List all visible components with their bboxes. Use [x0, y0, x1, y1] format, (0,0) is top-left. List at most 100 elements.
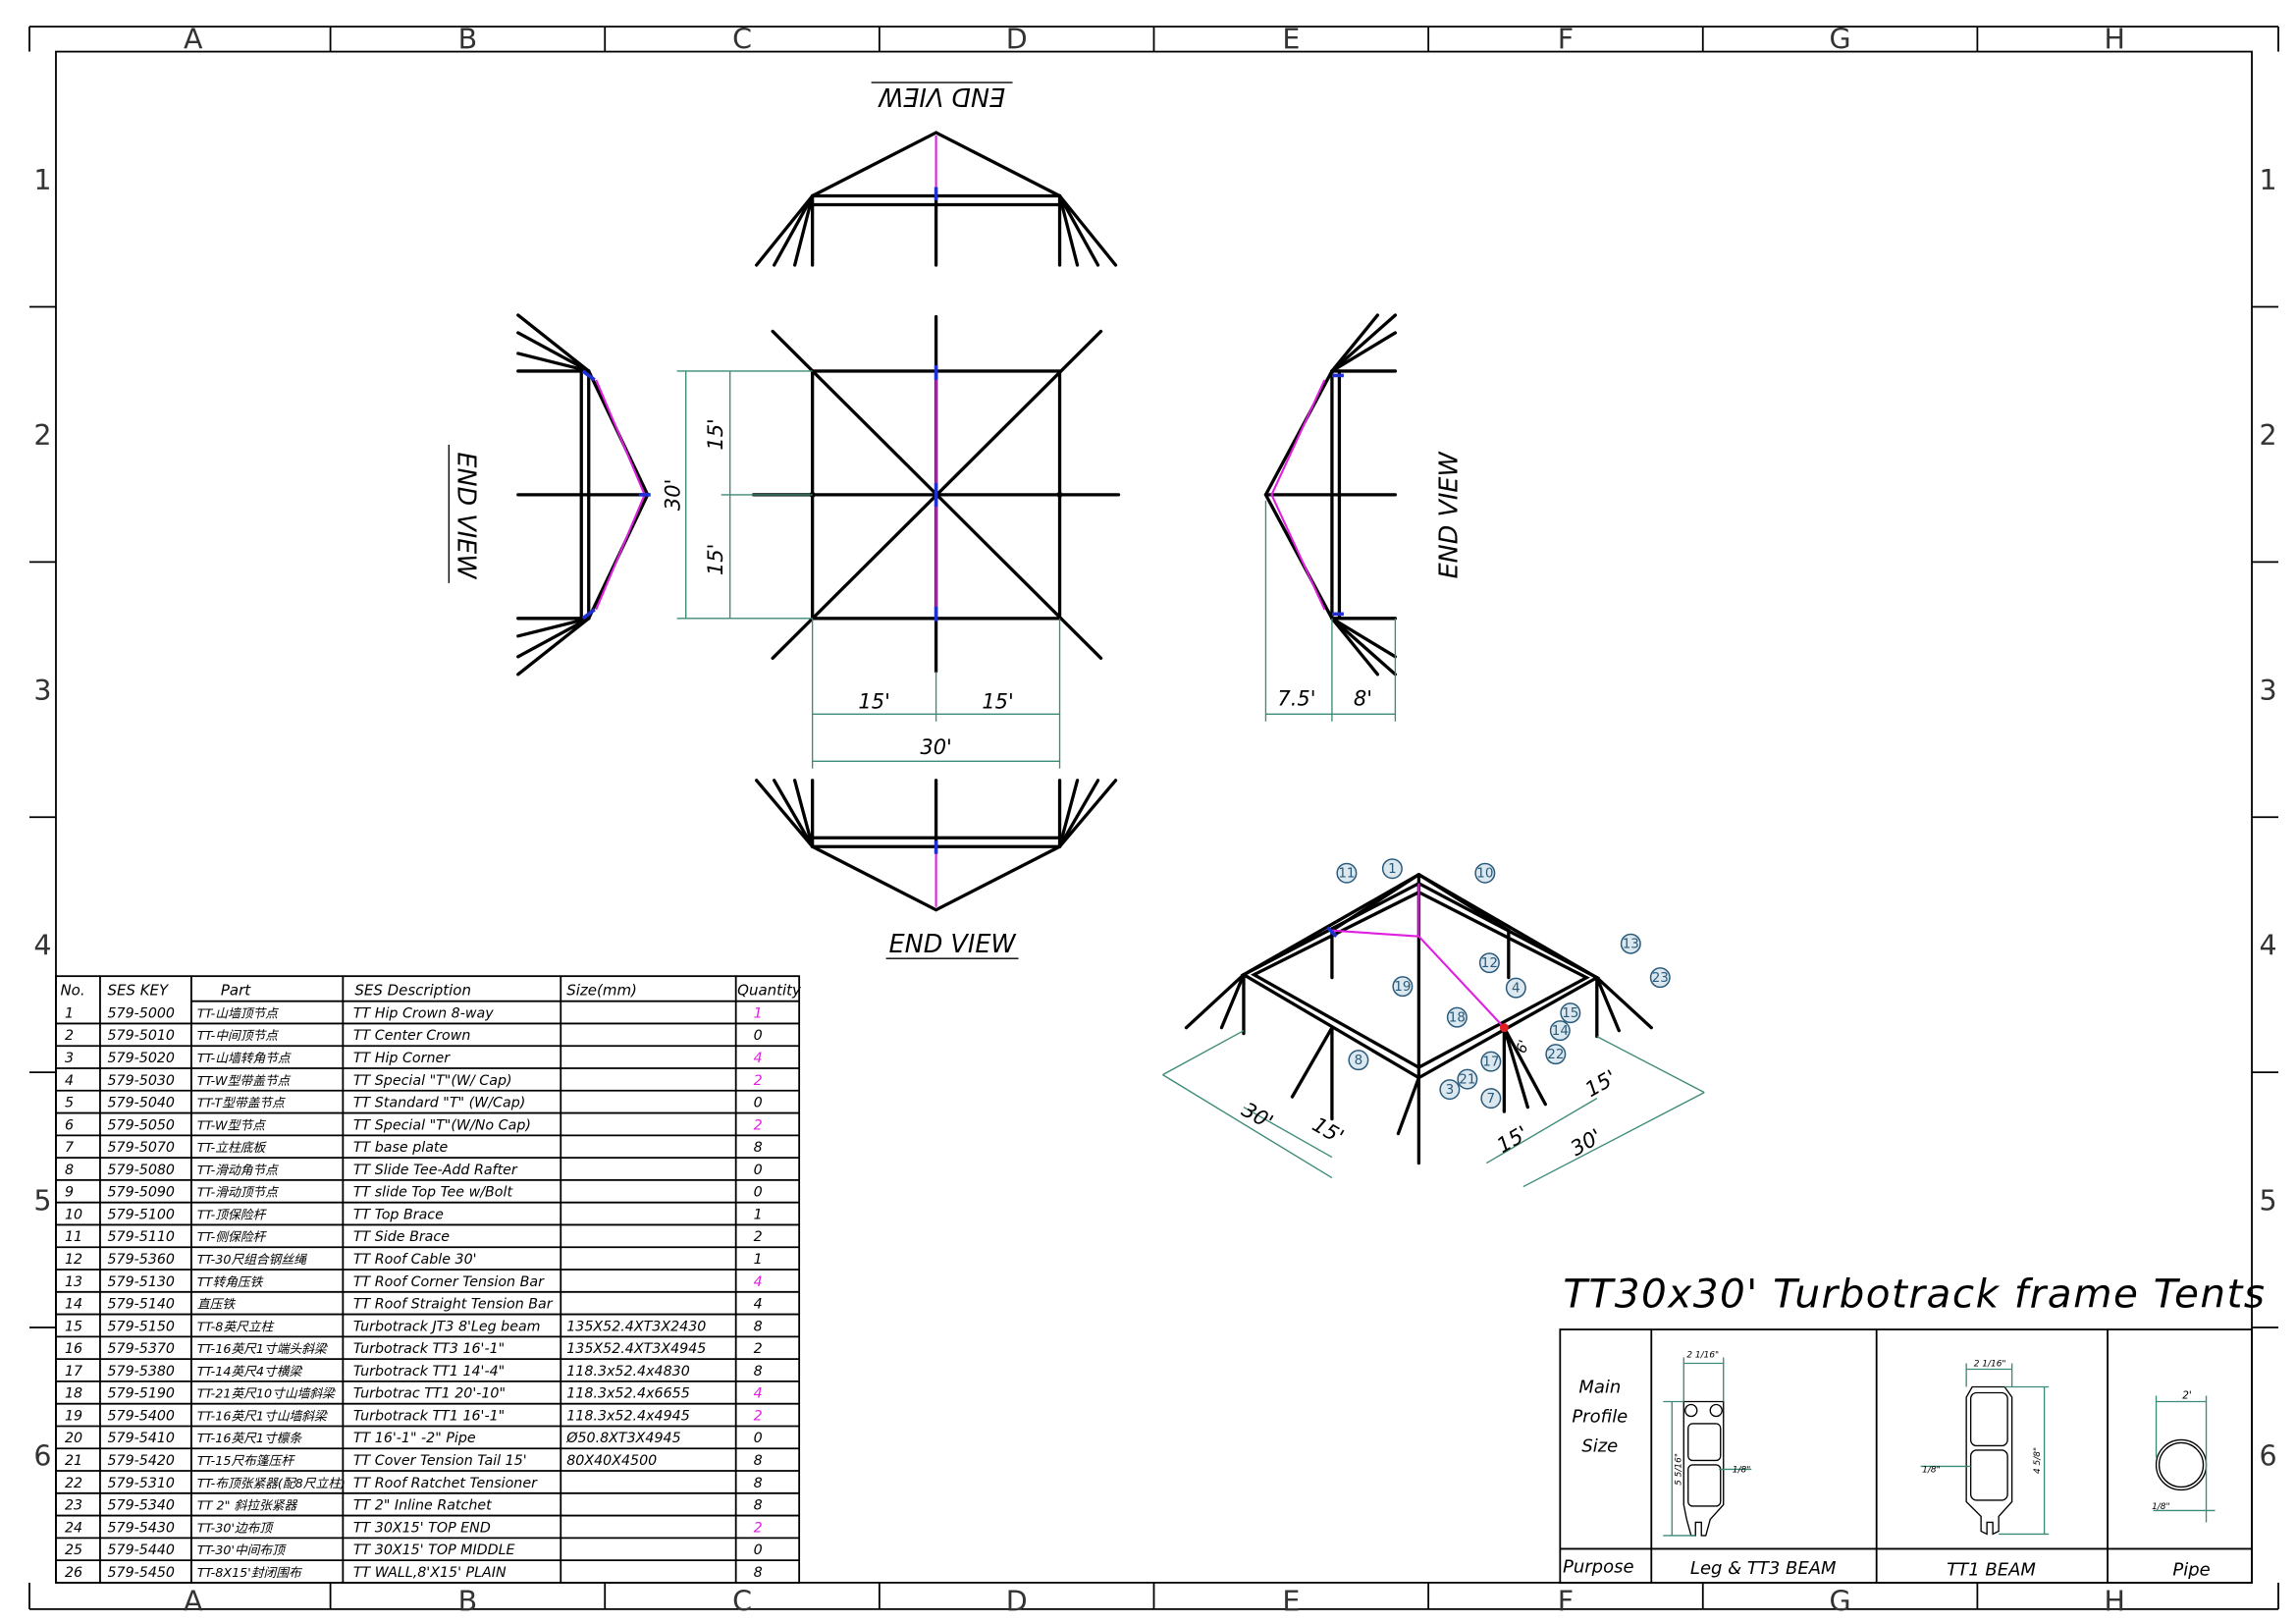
profile-label-size: Size [1581, 1435, 1618, 1456]
part-number: 2 [65, 1028, 74, 1044]
part-number: 20 [65, 1431, 82, 1446]
part-quantity: 8 [754, 1453, 763, 1469]
part-name: TT-滑动顶节点 [197, 1186, 279, 1201]
ses-description: TT Center Crown [353, 1028, 471, 1044]
ses-description: TT slide Top Tee w/Bolt [353, 1185, 514, 1201]
dim-plan-vertical-total: 30' [662, 479, 685, 511]
grid-row-label: 1 [33, 164, 51, 196]
grid-column-label: A [184, 1585, 203, 1617]
parts-table-header: SES KEY [107, 982, 170, 1000]
grid-column-label: D [1006, 1585, 1028, 1617]
balloon-number: 19 [1394, 979, 1411, 995]
part-size: Ø50.8XT3X4945 [565, 1431, 680, 1446]
part-name: TT-15尺布篷压杆 [197, 1454, 295, 1469]
part-name: TT-8英尺立柱 [197, 1320, 276, 1334]
ses-description: TT Slide Tee-Add Rafter [353, 1163, 518, 1178]
balloon-circle [1505, 977, 1526, 999]
part-number: 10 [65, 1207, 82, 1222]
part-quantity: 8 [754, 1364, 763, 1380]
balloon-circle [1336, 862, 1358, 884]
grid-column-label: H [2104, 24, 2124, 56]
ses-description: Turbotrack TT1 16'-1" [353, 1408, 505, 1424]
part-name: TT-W型带盖节点 [197, 1074, 292, 1089]
part-number: 18 [65, 1386, 82, 1402]
tt1-profile-height: 4 5/8" [2033, 1447, 2043, 1474]
ses-key: 579-5130 [107, 1274, 175, 1290]
part-name: TT-14英尺4寸横梁 [197, 1365, 303, 1380]
part-name: TT-侧保险杆 [197, 1230, 268, 1245]
balloon-circle [1474, 862, 1496, 884]
part-number: 17 [65, 1364, 82, 1380]
balloon-circle [1478, 952, 1500, 974]
part-name: TT转角压铁 [197, 1275, 264, 1290]
top-end-view-label: END VIEW [878, 81, 1005, 111]
ses-description: TT 30X15' TOP END [353, 1520, 491, 1536]
tt1-profile-width: 2 1/16" [1974, 1360, 2006, 1370]
ses-key: 579-5410 [107, 1431, 175, 1446]
part-number: 19 [65, 1408, 82, 1424]
balloon-circle [1480, 1051, 1502, 1072]
dim-side-overhang-1: 7.5' [1277, 686, 1315, 710]
part-quantity: 8 [754, 1140, 763, 1156]
part-quantity: 1 [754, 1252, 763, 1268]
part-number: 22 [65, 1476, 82, 1491]
part-quantity: 0 [754, 1185, 763, 1201]
ses-key: 579-5440 [107, 1543, 175, 1558]
profile-label-profile: Profile [1572, 1406, 1628, 1427]
grid-row-label: 2 [2259, 419, 2276, 452]
part-name: TT-8X15'封闭围布 [197, 1566, 303, 1581]
balloon-circle [1620, 933, 1641, 954]
part-name: TT-30'中间布顶 [197, 1543, 287, 1558]
part-size: 118.3x52.4x4830 [566, 1364, 690, 1380]
part-number: 14 [65, 1297, 82, 1313]
balloon-circle [1480, 1088, 1502, 1110]
balloon-number: 10 [1476, 866, 1493, 882]
ses-description: TT Standard "T" (W/Cap) [353, 1096, 525, 1111]
dim-iso-right-total: 30' [1567, 1124, 1606, 1161]
parts-table-header: Quantity [737, 982, 802, 1000]
part-number: 26 [65, 1565, 82, 1581]
part-name: TT-顶保险杆 [197, 1208, 268, 1222]
grid-column-label: F [1558, 24, 1574, 56]
balloon-circle [1649, 967, 1671, 989]
balloon-circle [1381, 858, 1403, 880]
balloon-part-21: 21 [1457, 1068, 1478, 1090]
leg-profile-wall: 1/8" [1733, 1465, 1751, 1475]
dim-plan-horizontal-left: 15' [858, 689, 889, 713]
ses-key: 579-5100 [107, 1207, 175, 1222]
part-size: 135X52.4XT3X4945 [566, 1341, 706, 1357]
parts-table-header: Part [221, 982, 251, 1000]
grid-column-label: E [1282, 24, 1300, 56]
tt1-profile-wall: 1/8" [1922, 1465, 1941, 1475]
part-quantity: 2 [754, 1117, 763, 1133]
ses-key: 579-5400 [107, 1408, 175, 1424]
ses-key: 579-5360 [107, 1252, 175, 1268]
ses-description: TT Side Brace [353, 1229, 450, 1245]
grid-row-label: 6 [33, 1439, 51, 1472]
dim-iso-left-total: 30' [1238, 1098, 1277, 1134]
balloon-part-18: 18 [1446, 1006, 1468, 1028]
balloon-part-4: 4 [1505, 977, 1526, 999]
part-size: 118.3x52.4x6655 [566, 1386, 690, 1402]
part-quantity: 4 [754, 1051, 763, 1066]
part-quantity: 2 [754, 1229, 763, 1245]
dim-side-overhang-2: 8' [1354, 686, 1372, 710]
balloon-circle [1348, 1050, 1369, 1071]
part-quantity: 0 [754, 1028, 763, 1044]
ses-key: 579-5420 [107, 1453, 175, 1469]
part-number: 4 [65, 1073, 74, 1089]
balloon-part-8: 8 [1348, 1050, 1369, 1071]
part-quantity: 0 [754, 1431, 763, 1446]
ses-key: 579-5070 [107, 1140, 175, 1156]
